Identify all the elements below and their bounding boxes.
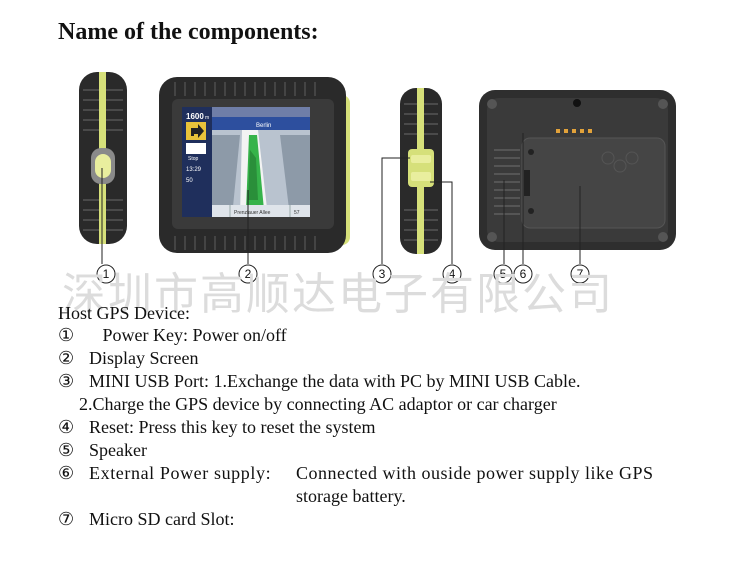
- item-text-detail: Connected with ouside power supply like …: [296, 463, 654, 483]
- device-front: 1600 m Berlin Stop 13:29 50 Prenzlauer A…: [159, 77, 350, 253]
- item-text: MINI USB Port: 1.Exchange the data with …: [89, 371, 581, 391]
- screen-unit: m: [205, 115, 209, 121]
- item-mini-usb-continued: 2.Charge the GPS device by connecting AC…: [79, 393, 557, 415]
- svg-text:5: 5: [500, 267, 507, 281]
- screen-street-top: Berlin: [256, 123, 271, 129]
- item-number: ⑥: [58, 463, 75, 483]
- item-text: Micro SD card Slot:: [89, 509, 235, 529]
- item-text: Reset: Press this key to reset the syste…: [89, 417, 376, 437]
- svg-text:1: 1: [103, 267, 110, 281]
- item-number: ③: [58, 371, 75, 391]
- callout-lines: [101, 133, 581, 264]
- screen-time: 13:29: [186, 167, 202, 173]
- company-watermark: 深圳市高顺达电子有限公司: [62, 269, 614, 320]
- callout-2: 2: [238, 264, 258, 284]
- callout-6: 6: [513, 264, 533, 284]
- item-reset: ④ Reset: Press this key to reset the syst…: [58, 416, 375, 438]
- device-illustrations: 1600 m Berlin Stop 13:29 50 Prenzlauer A…: [79, 72, 676, 284]
- svg-text:6: 6: [520, 267, 527, 281]
- screen-stop-label: Stop: [188, 156, 199, 162]
- intro-label: Host GPS Device:: [58, 303, 190, 323]
- item-number: ④: [58, 417, 75, 437]
- svg-text:4: 4: [449, 267, 456, 281]
- item-number: ⑤: [58, 440, 75, 460]
- item-speaker: ⑤ Speaker: [58, 439, 147, 461]
- item-number: ①: [58, 325, 75, 345]
- svg-text:3: 3: [379, 267, 386, 281]
- item-external-power-continued: storage battery.: [296, 485, 406, 507]
- item-text-detail: storage battery.: [296, 486, 406, 506]
- screen-corner: 57: [294, 210, 300, 216]
- svg-text:7: 7: [577, 267, 584, 281]
- callout-7: 7: [570, 264, 590, 284]
- device-side-left: [79, 72, 127, 244]
- item-text: 2.Charge the GPS device by connecting AC…: [79, 394, 557, 414]
- item-number: ②: [58, 348, 75, 368]
- item-text: Display Screen: [89, 348, 199, 368]
- item-display-screen: ② Display Screen: [58, 347, 198, 369]
- device-side-right: [400, 88, 442, 254]
- callout-4: 4: [442, 264, 462, 284]
- item-text: External Power supply:: [89, 463, 272, 483]
- screen-street-bottom: Prenzlauer Allee: [234, 210, 271, 216]
- item-text: Power Key: Power on/off: [89, 325, 287, 345]
- screen-speed: 50: [186, 178, 193, 184]
- callout-5: 5: [493, 264, 513, 284]
- item-mini-usb: ③ MINI USB Port: 1.Exchange the data with…: [58, 370, 580, 392]
- callout-1: 1: [96, 264, 116, 284]
- item-text: Speaker: [89, 440, 147, 460]
- item-number: ⑦: [58, 509, 75, 529]
- svg-text:2: 2: [245, 267, 252, 281]
- item-external-power: ⑥ External Power supply: Connected with ou…: [58, 462, 653, 484]
- callout-3: 3: [372, 264, 392, 284]
- item-micro-sd: ⑦ Micro SD card Slot:: [58, 508, 235, 530]
- item-power-key: ① Power Key: Power on/off: [58, 324, 287, 346]
- page-title: Name of the components:: [58, 19, 319, 45]
- device-back: [479, 90, 676, 250]
- screen-distance: 1600: [186, 112, 204, 121]
